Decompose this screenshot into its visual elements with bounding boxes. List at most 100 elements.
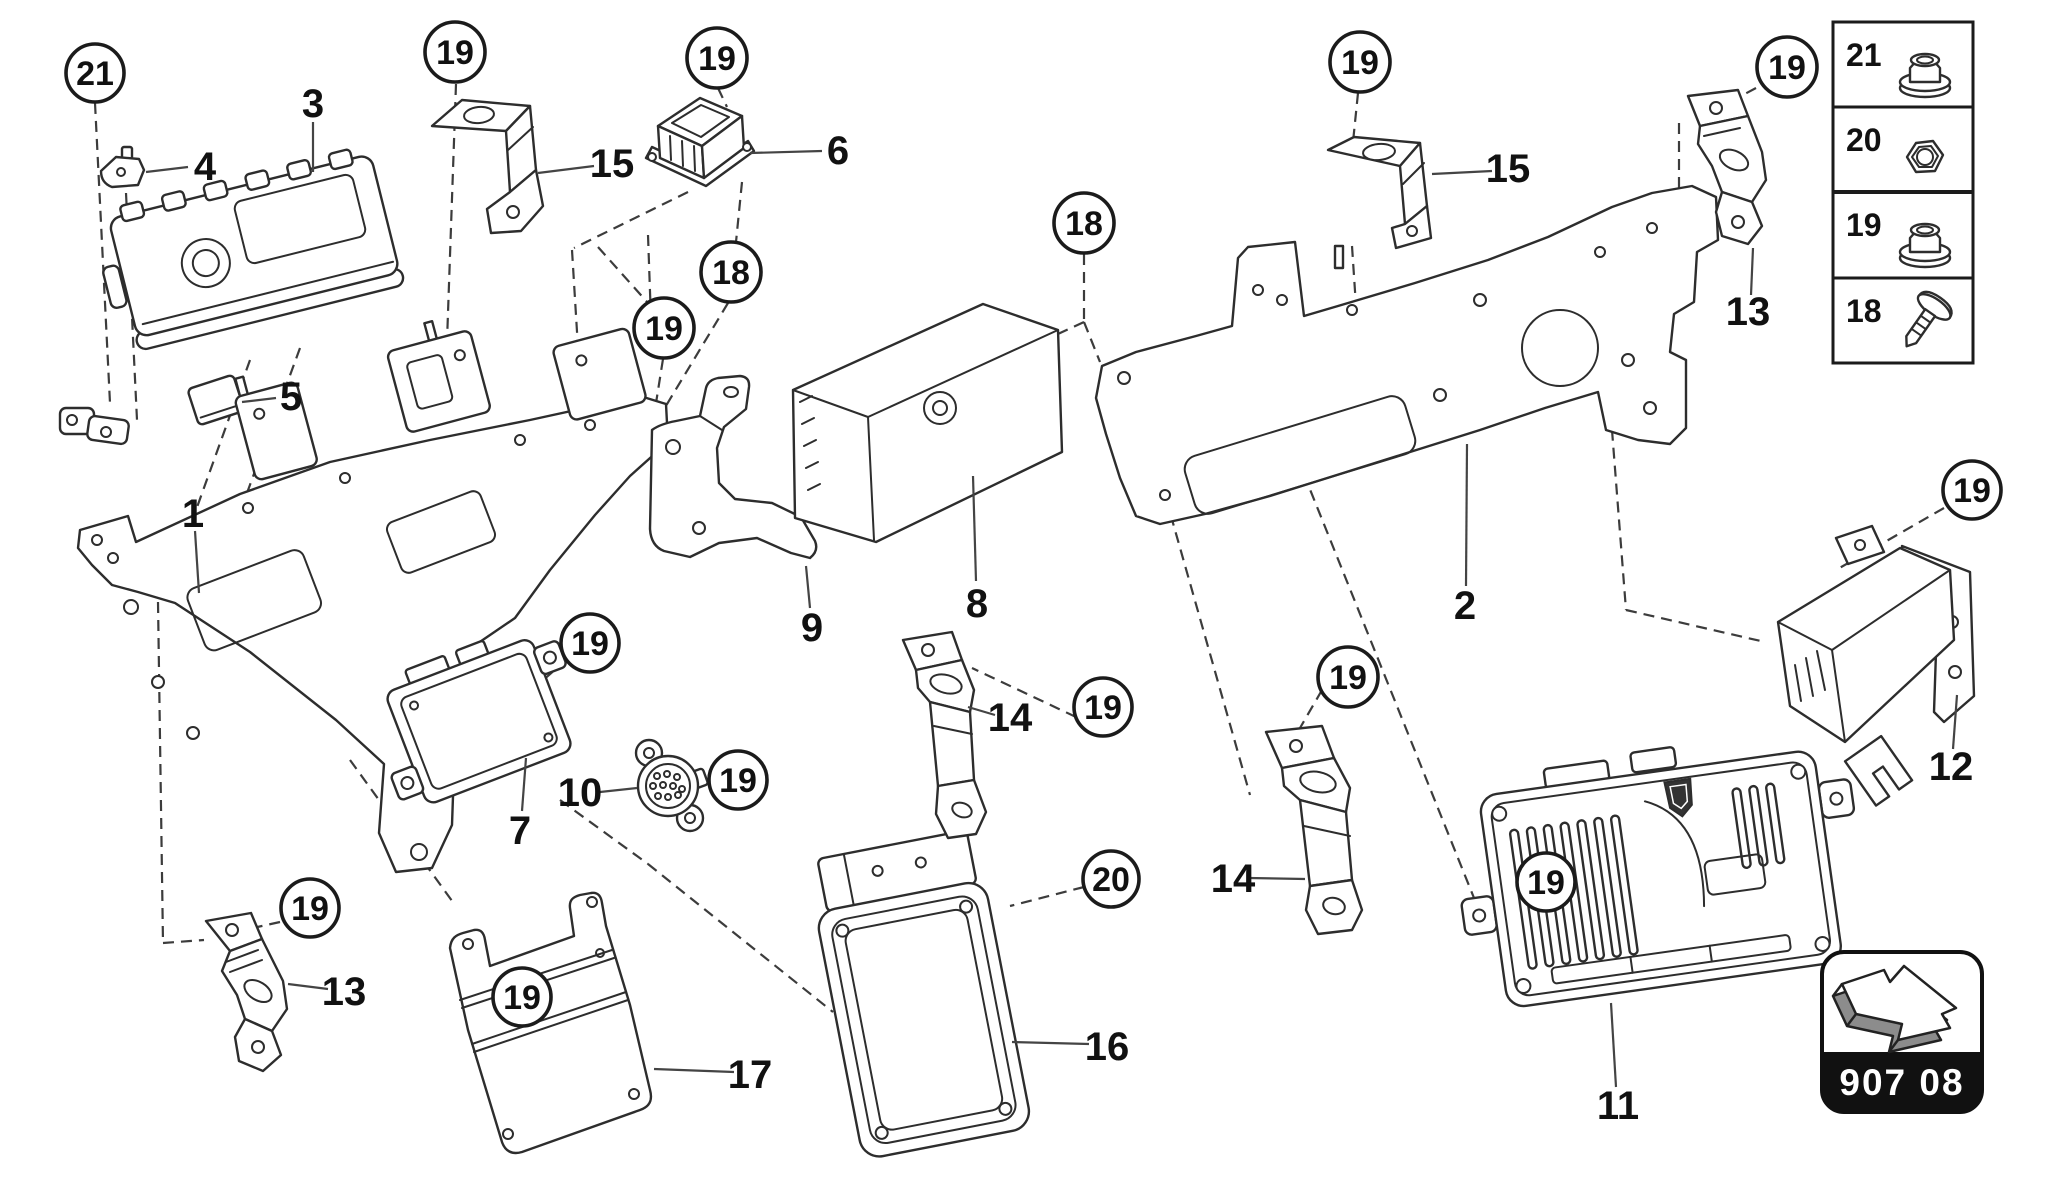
leader-line bbox=[653, 1067, 735, 1074]
part-13-bracket-left bbox=[204, 911, 289, 1073]
callout-19[interactable]: 19 bbox=[1328, 30, 1392, 94]
callout-18[interactable]: 18 bbox=[699, 240, 763, 304]
part-label-2[interactable]: 2 bbox=[1454, 584, 1476, 628]
callout-number: 19 bbox=[1329, 659, 1367, 697]
part-14-bracket-right bbox=[1264, 724, 1364, 936]
leader-line bbox=[967, 705, 996, 717]
dashed-line bbox=[734, 181, 744, 243]
callout-number: 19 bbox=[291, 890, 329, 928]
dashed-line bbox=[1009, 885, 1085, 908]
dashed-line bbox=[971, 667, 1077, 718]
part-12-control-module bbox=[1776, 524, 1976, 807]
callout-19[interactable]: 19 bbox=[1316, 645, 1380, 709]
callout-number: 19 bbox=[698, 40, 736, 78]
leader-line bbox=[145, 165, 189, 174]
leader-lines-layer bbox=[145, 122, 1959, 1088]
legend-ref-19: 19 bbox=[1846, 207, 1882, 243]
legend-row-19[interactable]: 19 bbox=[1846, 207, 1952, 269]
callout-number: 20 bbox=[1092, 861, 1130, 899]
callout-circle bbox=[699, 240, 763, 304]
part-8-control-unit bbox=[791, 302, 1064, 544]
dashed-line bbox=[162, 938, 205, 945]
legend-ref-18: 18 bbox=[1846, 293, 1882, 329]
legend-row-21[interactable]: 21 bbox=[1846, 37, 1952, 99]
callout-19[interactable]: 19 bbox=[279, 877, 341, 939]
callout-19[interactable]: 19 bbox=[1515, 851, 1577, 913]
leader-line bbox=[1011, 1040, 1090, 1046]
dashed-line bbox=[651, 358, 665, 423]
part-15-bracket-right bbox=[1326, 135, 1433, 250]
part-label-16[interactable]: 16 bbox=[1085, 1025, 1130, 1069]
callout-19[interactable]: 19 bbox=[632, 296, 696, 360]
callout-18[interactable]: 18 bbox=[1052, 191, 1116, 255]
dashed-line bbox=[156, 601, 165, 944]
callout-circle bbox=[1316, 645, 1380, 709]
part-4-clip bbox=[99, 145, 146, 189]
part-label-5[interactable]: 5 bbox=[280, 375, 302, 419]
callout-19[interactable]: 19 bbox=[685, 26, 749, 90]
callout-number: 19 bbox=[571, 625, 609, 663]
part-17-bracket-plate bbox=[448, 891, 653, 1155]
callout-19[interactable]: 19 bbox=[1072, 676, 1134, 738]
part-label-14[interactable]: 14 bbox=[1211, 857, 1256, 901]
callout-19[interactable]: 19 bbox=[559, 612, 621, 674]
part-label-4[interactable]: 4 bbox=[194, 145, 217, 189]
part-14-bracket-left bbox=[901, 630, 988, 840]
part-label-8[interactable]: 8 bbox=[966, 582, 988, 626]
part-13-bracket-right bbox=[1686, 88, 1768, 246]
callout-20[interactable]: 20 bbox=[1081, 849, 1141, 909]
part-label-14[interactable]: 14 bbox=[988, 696, 1033, 740]
part-label-6[interactable]: 6 bbox=[827, 129, 849, 173]
callout-number: 21 bbox=[76, 55, 114, 93]
part-label-1[interactable]: 1 bbox=[182, 492, 204, 536]
part-label-17[interactable]: 17 bbox=[728, 1053, 773, 1097]
part-label-15[interactable]: 15 bbox=[1486, 147, 1531, 191]
part-label-9[interactable]: 9 bbox=[801, 606, 823, 650]
dashed-line bbox=[647, 863, 834, 1013]
pan-head-screw-icon bbox=[1905, 290, 1953, 348]
dashed-line bbox=[1835, 507, 1945, 571]
dashed-line bbox=[1082, 321, 1102, 363]
dashed-line bbox=[597, 246, 649, 304]
part-label-3[interactable]: 3 bbox=[302, 82, 324, 126]
callout-circle bbox=[1755, 35, 1819, 99]
callout-circle bbox=[279, 877, 341, 939]
callout-circle bbox=[707, 749, 769, 811]
leader-line bbox=[749, 149, 823, 155]
callout-19[interactable]: 19 bbox=[1755, 35, 1819, 99]
callout-number: 18 bbox=[712, 254, 750, 292]
part-label-13[interactable]: 13 bbox=[322, 970, 367, 1014]
leader-line bbox=[1431, 169, 1493, 176]
part-2-bracket-plate bbox=[1094, 184, 1720, 526]
fastener-legend: 21 20 19 bbox=[1831, 20, 1975, 365]
callout-19[interactable]: 19 bbox=[491, 966, 553, 1028]
callout-21[interactable]: 21 bbox=[64, 42, 126, 104]
part-label-13[interactable]: 13 bbox=[1726, 290, 1771, 334]
dashed-line bbox=[573, 191, 689, 249]
part-label-7[interactable]: 7 bbox=[509, 809, 531, 853]
callout-19[interactable]: 19 bbox=[707, 749, 769, 811]
part-15-bracket-left bbox=[430, 98, 545, 235]
leader-line bbox=[520, 757, 528, 812]
dashed-line bbox=[1351, 92, 1360, 143]
dashed-line bbox=[1350, 245, 1358, 307]
part-label-11[interactable]: 11 bbox=[1597, 1084, 1639, 1128]
callout-circle bbox=[1072, 676, 1134, 738]
legend-ref-21: 21 bbox=[1846, 37, 1882, 73]
legend-row-18[interactable]: 18 bbox=[1846, 287, 1956, 357]
part-label-15[interactable]: 15 bbox=[590, 142, 635, 186]
part-label-12[interactable]: 12 bbox=[1929, 745, 1974, 789]
part-1-upper-brackets bbox=[234, 319, 647, 481]
callout-19[interactable]: 19 bbox=[423, 20, 487, 84]
callout-circle bbox=[685, 26, 749, 90]
part-label-10[interactable]: 10 bbox=[558, 771, 603, 815]
flange-lock-nut-icon bbox=[1898, 52, 1952, 99]
dashed-line bbox=[559, 799, 649, 865]
dashed-line bbox=[570, 249, 580, 349]
callout-number: 19 bbox=[1084, 689, 1122, 727]
callout-19[interactable]: 19 bbox=[1941, 459, 2003, 521]
legend-row-20[interactable]: 20 bbox=[1846, 122, 1945, 174]
dashed-line bbox=[93, 102, 112, 404]
leader-line bbox=[804, 565, 812, 609]
